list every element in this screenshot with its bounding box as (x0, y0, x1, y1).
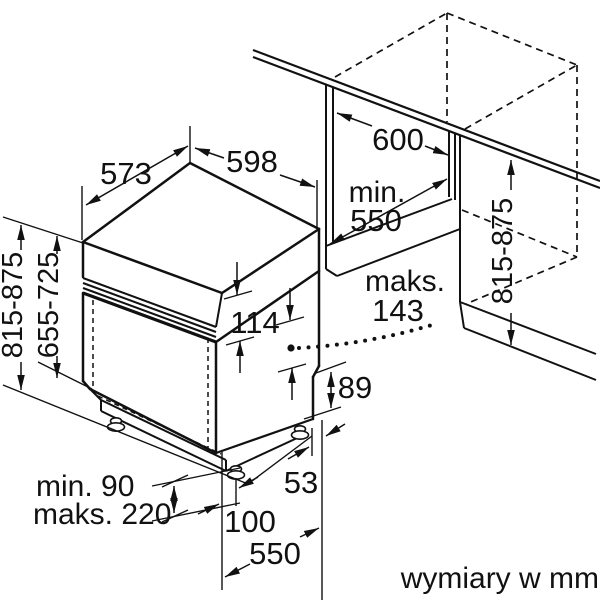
dim-53-label: 53 (284, 465, 318, 500)
dim-maks143-word: maks. (365, 265, 445, 298)
dim-min90-label: min. 90 (36, 470, 134, 503)
niche-dashed-box (334, 12, 578, 305)
dim-100-label: 100 (224, 504, 276, 539)
dim-600-label: 600 (372, 122, 424, 157)
dim-655-725-label: 655-725 (33, 252, 65, 358)
plinth-panel (459, 301, 597, 381)
dim-573-label: 573 (100, 156, 152, 191)
dimension-labels: 573 598 600 min. 550 815-875 655-725 114… (0, 122, 599, 595)
dim-550-label: 550 (249, 536, 301, 571)
dim-114-label: 114 (230, 305, 279, 340)
dim-maks220-label: maks. 220 (33, 498, 171, 531)
door-protrusion-leader (287, 322, 437, 352)
countertop (252, 48, 600, 190)
units-caption: wymiary w mm (400, 562, 599, 595)
dim-815-875-right-label: 815-875 (487, 198, 519, 304)
dim-min550-value: 550 (350, 203, 402, 238)
dim-598-label: 598 (226, 144, 278, 179)
niche-rear-edges (448, 131, 461, 302)
extension-lines (2, 126, 323, 600)
dim-min550-word: min. (349, 176, 406, 209)
pivot-dot (287, 344, 295, 352)
dimension-arrows (17, 112, 515, 578)
dim-maks143-value: 143 (372, 293, 424, 328)
dim-89-label: 89 (338, 370, 372, 405)
dim-815-875-left-label: 815-875 (0, 252, 29, 358)
